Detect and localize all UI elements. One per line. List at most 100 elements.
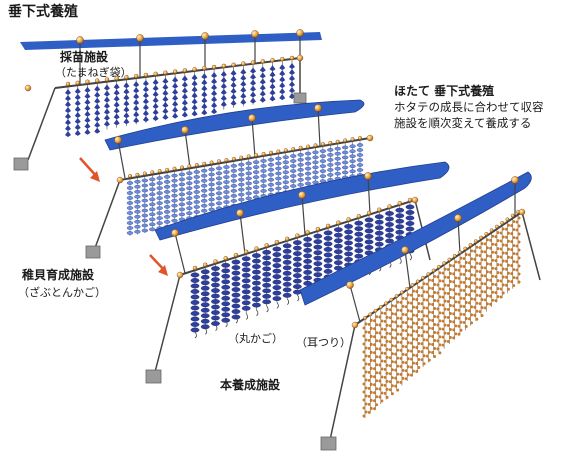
round-cage [231,309,241,314]
onion-bag [259,96,266,103]
hung-scallop [499,239,503,243]
round-cage [200,302,210,308]
round-cage [211,271,220,277]
onion-bag [279,64,286,71]
hung-scallop [373,319,377,323]
round-cage [262,271,272,277]
hung-scallop [383,351,387,355]
round-cage [190,316,200,322]
hanger-line [404,249,411,289]
hung-scallop [441,271,445,275]
hung-scallop [378,315,382,319]
round-cage [200,269,210,275]
buoy-float [280,56,285,62]
round-cage [323,252,333,258]
hung-scallop [404,297,408,301]
zabuton-cage [223,185,230,189]
round-cage [221,306,231,312]
round-cage [231,281,241,287]
zabuton-cage [215,171,223,176]
onion-bag [191,86,198,93]
buoy-float [373,308,378,313]
round-cage [292,273,302,279]
round-cage [282,281,292,287]
zabuton-cage [290,179,297,183]
zabuton-cage [149,197,156,202]
onion-bag [65,125,71,131]
hung-scallop [464,309,468,313]
zabuton-cage [304,181,312,186]
scallop-heading: ほたて 垂下式養殖 [394,84,495,98]
hung-scallop [448,288,452,292]
round-cage [303,280,313,286]
hung-scallop [411,329,415,333]
hung-scallop [427,294,431,298]
hung-scallop [485,246,489,250]
hung-scallop [480,242,484,246]
round-cage [344,251,353,257]
hung-scallop [470,313,474,317]
hung-scallop [431,286,435,290]
buoy-float [236,209,244,217]
round-cage [323,263,333,269]
hung-scallop [443,331,447,335]
hung-scallop [452,288,456,292]
hung-scallop [373,359,377,363]
hung-scallop [436,331,440,335]
hung-scallop [506,239,510,243]
zabuton-cage [141,198,149,203]
zabuton-cage [186,196,193,200]
hung-scallop [462,305,466,309]
hung-scallop [396,300,400,304]
hung-scallop [454,324,458,328]
hung-scallop [436,291,440,295]
hung-scallop [364,322,368,326]
zabuton-cage [245,196,252,201]
hung-scallop [473,297,477,301]
hung-scallop [401,344,405,348]
buoy-float [410,283,415,288]
zabuton-cage [163,180,171,184]
hung-scallop [409,341,413,345]
hung-scallop [433,314,437,318]
hung-scallop [464,285,468,289]
zabuton-cage [178,202,186,207]
buoy-float [320,142,325,147]
zabuton-cage [356,163,364,167]
buoy-float [213,259,218,264]
hung-scallop [464,277,468,281]
hung-scallop [517,280,521,284]
round-cage [221,273,231,279]
round-cage [200,307,210,313]
hung-scallop [431,310,435,314]
hung-scallop [420,318,424,322]
buoy-float [356,213,362,219]
round-cage [344,235,353,240]
zabuton-cage [193,210,200,214]
hung-scallop [483,242,487,246]
buoy-float [511,176,519,184]
hung-scallop [390,328,394,332]
buoy-float [436,264,441,269]
hung-scallop [373,327,377,331]
onion-bag [162,113,169,120]
hung-scallop [380,351,384,355]
hung-scallop [399,316,403,320]
hung-scallop [369,406,373,410]
zabuton-cage [141,183,149,188]
buoy-float [346,217,351,222]
onion-bag [250,97,257,104]
hung-scallop [491,298,495,302]
anchor-block-1b [293,92,307,104]
hung-scallop [388,324,392,328]
hung-scallop [501,275,505,279]
onion-bag [113,89,120,96]
hung-scallop [425,290,429,294]
round-cage [385,216,394,222]
zabuton-cage [208,172,215,177]
hung-scallop [436,339,440,343]
onion-bag [289,75,295,81]
round-cage [303,264,313,270]
round-cage [364,239,374,245]
zabuton-cage [290,174,297,178]
